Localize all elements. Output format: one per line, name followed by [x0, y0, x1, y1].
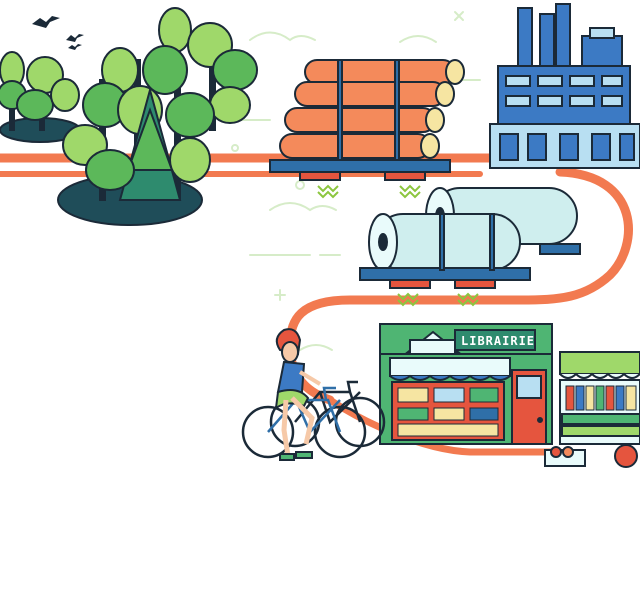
bookstore-sign: LIBRAIRIE [461, 334, 535, 348]
factory-icon [489, 3, 640, 169]
paper-roll-railcar-icon [359, 187, 581, 289]
cyclist-icon [274, 328, 322, 461]
birds-icon [32, 16, 84, 50]
motion-marks [317, 184, 479, 307]
bookstore-icon: LIBRAIRIE [379, 323, 553, 445]
log-railcar-icon [269, 59, 465, 181]
background-doodles [231, 11, 481, 351]
market-stall-icon [544, 351, 640, 468]
forest-icon [0, 7, 258, 226]
bicycle-icon [241, 386, 367, 459]
